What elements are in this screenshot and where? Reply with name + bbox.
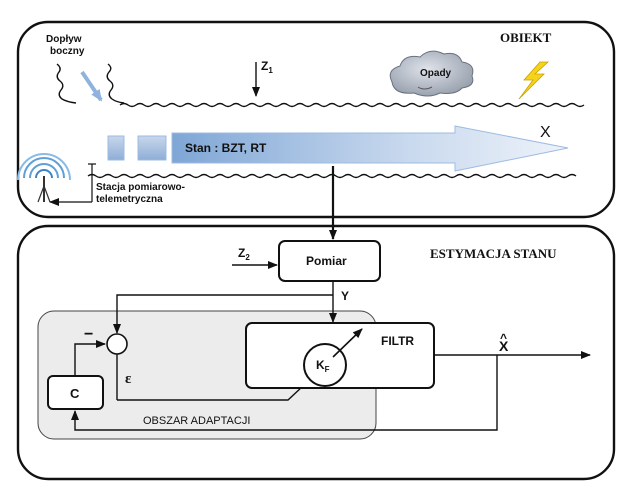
state-block-2 [137, 135, 167, 161]
state-block-1 [107, 135, 125, 161]
estimation-panel: ESTYMACJA STANU OBSZAR ADAPTACJI Pomiar … [16, 224, 616, 481]
summing-junction [106, 333, 128, 355]
kf-label: KF [316, 358, 330, 374]
side-inflow-bank-left [56, 63, 77, 104]
x-hat-feedback [71, 355, 498, 431]
object-panel-title: OBIEKT [500, 30, 552, 45]
epsilon-to-kf [117, 385, 304, 401]
x-hat-mark: ^ [500, 331, 507, 345]
state-flow-arrow [171, 125, 569, 172]
minus-sign: − [84, 326, 93, 343]
kf-adapt-arrow [332, 328, 363, 358]
measurement-label: Pomiar [306, 254, 347, 268]
adaptation-area-label: OBSZAR ADAPTACJI [143, 415, 250, 427]
side-inflow-arrow [80, 70, 103, 102]
side-inflow-label: Dopływ [46, 34, 82, 45]
x-state-label: X [540, 124, 551, 141]
y-to-sum [113, 294, 333, 334]
object-panel: OBIEKT Dopływ boczny Z1 Opady Stan : BZT… [16, 20, 616, 219]
station-label: Stacja pomiarowo- [96, 182, 185, 193]
filter-label: FILTR [381, 334, 414, 348]
c-to-sum [74, 340, 106, 376]
estimation-panel-title: ESTYMACJA STANU [430, 246, 557, 261]
side-inflow-label-2: boczny [50, 46, 85, 57]
epsilon-label: ε [125, 371, 132, 387]
river-bank-upper [119, 102, 585, 108]
state-label: Stan : BZT, RT [185, 141, 267, 155]
measurement-block [278, 240, 381, 282]
z2-label: Z2 [238, 246, 250, 262]
rain-label: Opady [420, 68, 452, 79]
lightning-icon [518, 61, 550, 100]
side-inflow-bank-right [106, 63, 125, 104]
z1-label: Z1 [261, 59, 273, 75]
station-label-2: telemetryczna [96, 194, 163, 205]
x-hat-label: X [499, 338, 509, 354]
rain-cloud-icon [389, 50, 550, 100]
estimation-panel-frame [16, 224, 616, 481]
c-block-label: C [70, 386, 80, 401]
y-label: Y [341, 289, 349, 303]
